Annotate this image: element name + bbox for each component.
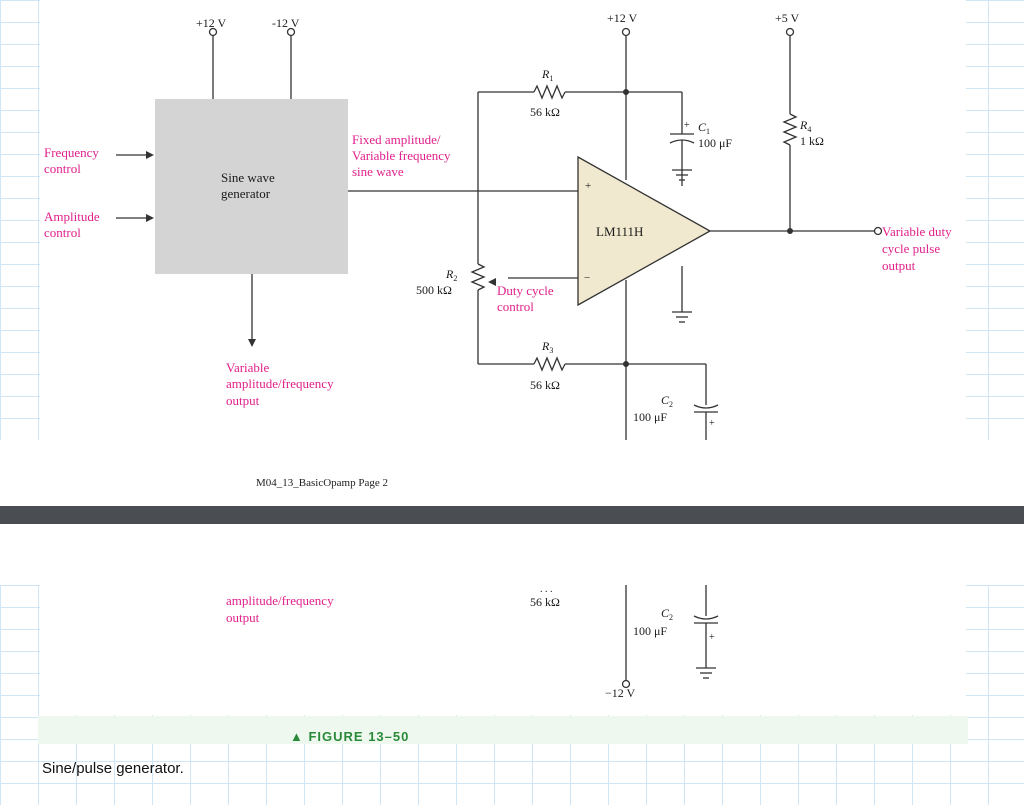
c1-plus: + — [684, 120, 690, 131]
lower-c2-name: C2 — [661, 606, 673, 622]
wiper-arrowhead — [488, 278, 496, 286]
junction-dot-r1 — [623, 89, 629, 95]
r3-value: 56 kΩ — [530, 378, 560, 392]
vaf-output-line3: output — [226, 393, 260, 408]
amplitude-arrowhead — [146, 214, 154, 222]
pulse-output-line1: Variable duty — [882, 224, 952, 239]
svg-text:. . .: . . . — [540, 584, 553, 595]
lower-c2-plus: + — [709, 632, 715, 643]
pulse-output-line3: output — [882, 258, 916, 273]
fixed-amplitude-line1: Fixed amplitude/ — [352, 132, 441, 147]
lower-minus12: −12 V — [605, 686, 636, 700]
label-plus12: +12 V — [196, 16, 227, 30]
vaf-arrowhead — [248, 339, 256, 347]
junction-dot-output — [787, 228, 793, 234]
frequency-arrowhead — [146, 151, 154, 159]
r1-value: 56 kΩ — [530, 105, 560, 119]
resistor-r1 — [533, 84, 566, 100]
amplitude-control-line2: control — [44, 225, 81, 240]
lower-amp-freq-line1: amplitude/frequency — [226, 593, 334, 608]
r4-value: 1 kΩ — [800, 134, 824, 148]
frequency-control-line2: control — [44, 161, 81, 176]
opamp-minus-input: − — [584, 272, 590, 284]
r4-name: R4 — [799, 118, 811, 134]
terminal-plus12 — [208, 27, 218, 37]
fixed-amplitude-line3: sine wave — [352, 164, 404, 179]
lm111h-opamp — [577, 155, 712, 307]
duty-cycle-line1: Duty cycle — [497, 283, 554, 298]
cap-c2-lower-plate1 — [693, 615, 719, 620]
figure-label: ▲ FIGURE 13–50 — [290, 729, 410, 744]
lower-amp-freq-line2: output — [226, 610, 260, 625]
vaf-output-line1: Variable — [226, 360, 270, 375]
r2-name: R2 — [445, 267, 457, 283]
pulse-output-line2: cycle pulse — [882, 241, 940, 256]
generator-label-line2: generator — [221, 186, 271, 201]
r1-name: R1 — [541, 67, 553, 83]
opamp-label: LM111H — [596, 224, 643, 239]
c2-plus: + — [709, 418, 715, 429]
cap-c2-plate1 — [693, 404, 719, 409]
label-plus5: +5 V — [775, 11, 800, 25]
terminal-minus12-lower — [621, 679, 631, 689]
c1-value: 100 μF — [698, 136, 732, 150]
sine-wave-generator-block — [155, 99, 348, 274]
terminal-plus5 — [785, 27, 795, 37]
page-gutter — [0, 506, 1024, 524]
opamp-plus-input: + — [585, 180, 591, 192]
c1-name: C1 — [698, 120, 710, 136]
c2-name: C2 — [661, 393, 673, 409]
terminal-output — [873, 226, 883, 236]
resistor-r3 — [533, 356, 566, 372]
c2-value: 100 μF — [633, 410, 667, 424]
lower-r3-value: 56 kΩ — [530, 595, 560, 609]
figure-label-band — [38, 716, 968, 744]
frequency-control-line1: Frequency — [44, 145, 99, 160]
generator-label-line1: Sine wave — [221, 170, 275, 185]
terminal-minus12 — [286, 27, 296, 37]
resistor-r2 — [470, 263, 486, 291]
fixed-amplitude-line2: Variable frequency — [352, 148, 451, 163]
label-minus12: -12 V — [272, 16, 300, 30]
terminal-plus12-opamp — [621, 27, 631, 37]
page-area-lower — [40, 585, 966, 715]
lower-c2-value: 100 μF — [633, 624, 667, 638]
r3-name: R3 — [541, 339, 553, 355]
label-plus12-opamp: +12 V — [607, 11, 638, 25]
amplitude-control-line1: Amplitude — [44, 209, 100, 224]
page-footer: M04_13_BasicOpamp Page 2 — [256, 477, 388, 489]
resistor-r4 — [782, 113, 798, 146]
vaf-output-line2: amplitude/frequency — [226, 376, 334, 391]
duty-cycle-line2: control — [497, 299, 534, 314]
figure-caption: Sine/pulse generator. — [42, 760, 184, 777]
r2-value: 500 kΩ — [416, 283, 452, 297]
junction-dot-r3 — [623, 361, 629, 367]
